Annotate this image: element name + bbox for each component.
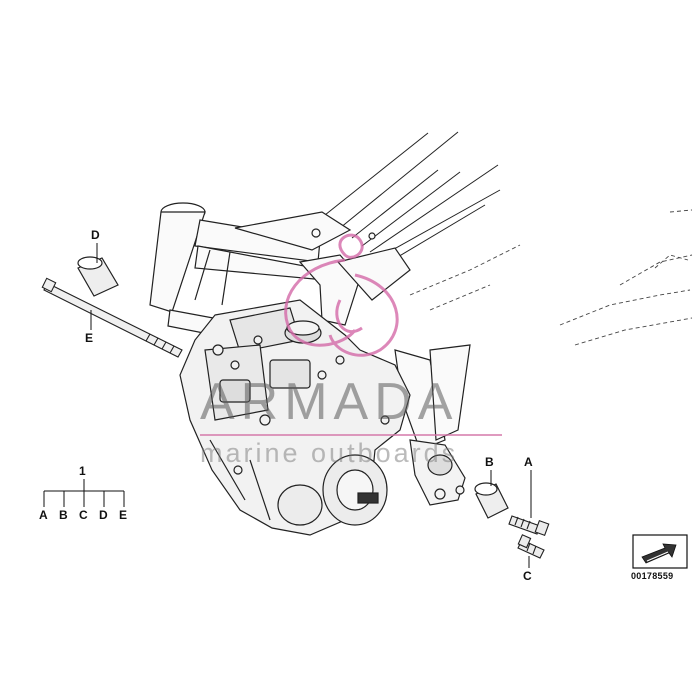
assembly-number: 1 [79,464,86,478]
engine-mount-bracket [409,439,466,506]
part-b-sleeve [474,482,509,519]
hand-pointer-icon [641,543,677,564]
engine [179,299,411,536]
assembly-part-e: E [119,508,128,522]
rear-section-sketch [409,209,693,346]
watermark-title: ARMADA [200,373,459,431]
part-c-stud [517,534,545,559]
watermark-subtitle: marine outboards [200,438,459,468]
assembly-part-d: D [99,508,108,522]
callout-leaders [90,243,532,568]
assembly-part-c: C [79,508,88,522]
watermark-logo-icon [284,233,399,357]
watermark-divider [200,434,502,436]
part-a-bolt [508,515,550,537]
reference-number: 00178559 [631,571,674,581]
reference-box [632,534,688,569]
callout-b: B [485,455,494,469]
callout-e: E [85,331,94,345]
callout-d: D [91,228,100,242]
callout-a: A [524,455,533,469]
top-leader-lines [324,131,501,265]
assembly-bracket [43,479,125,507]
part-e-through-bolt [41,277,183,358]
callout-c: C [523,569,532,583]
assembly-part-a: A [39,508,48,522]
assembly-part-b: B [59,508,68,522]
part-d-spacer [77,256,119,297]
